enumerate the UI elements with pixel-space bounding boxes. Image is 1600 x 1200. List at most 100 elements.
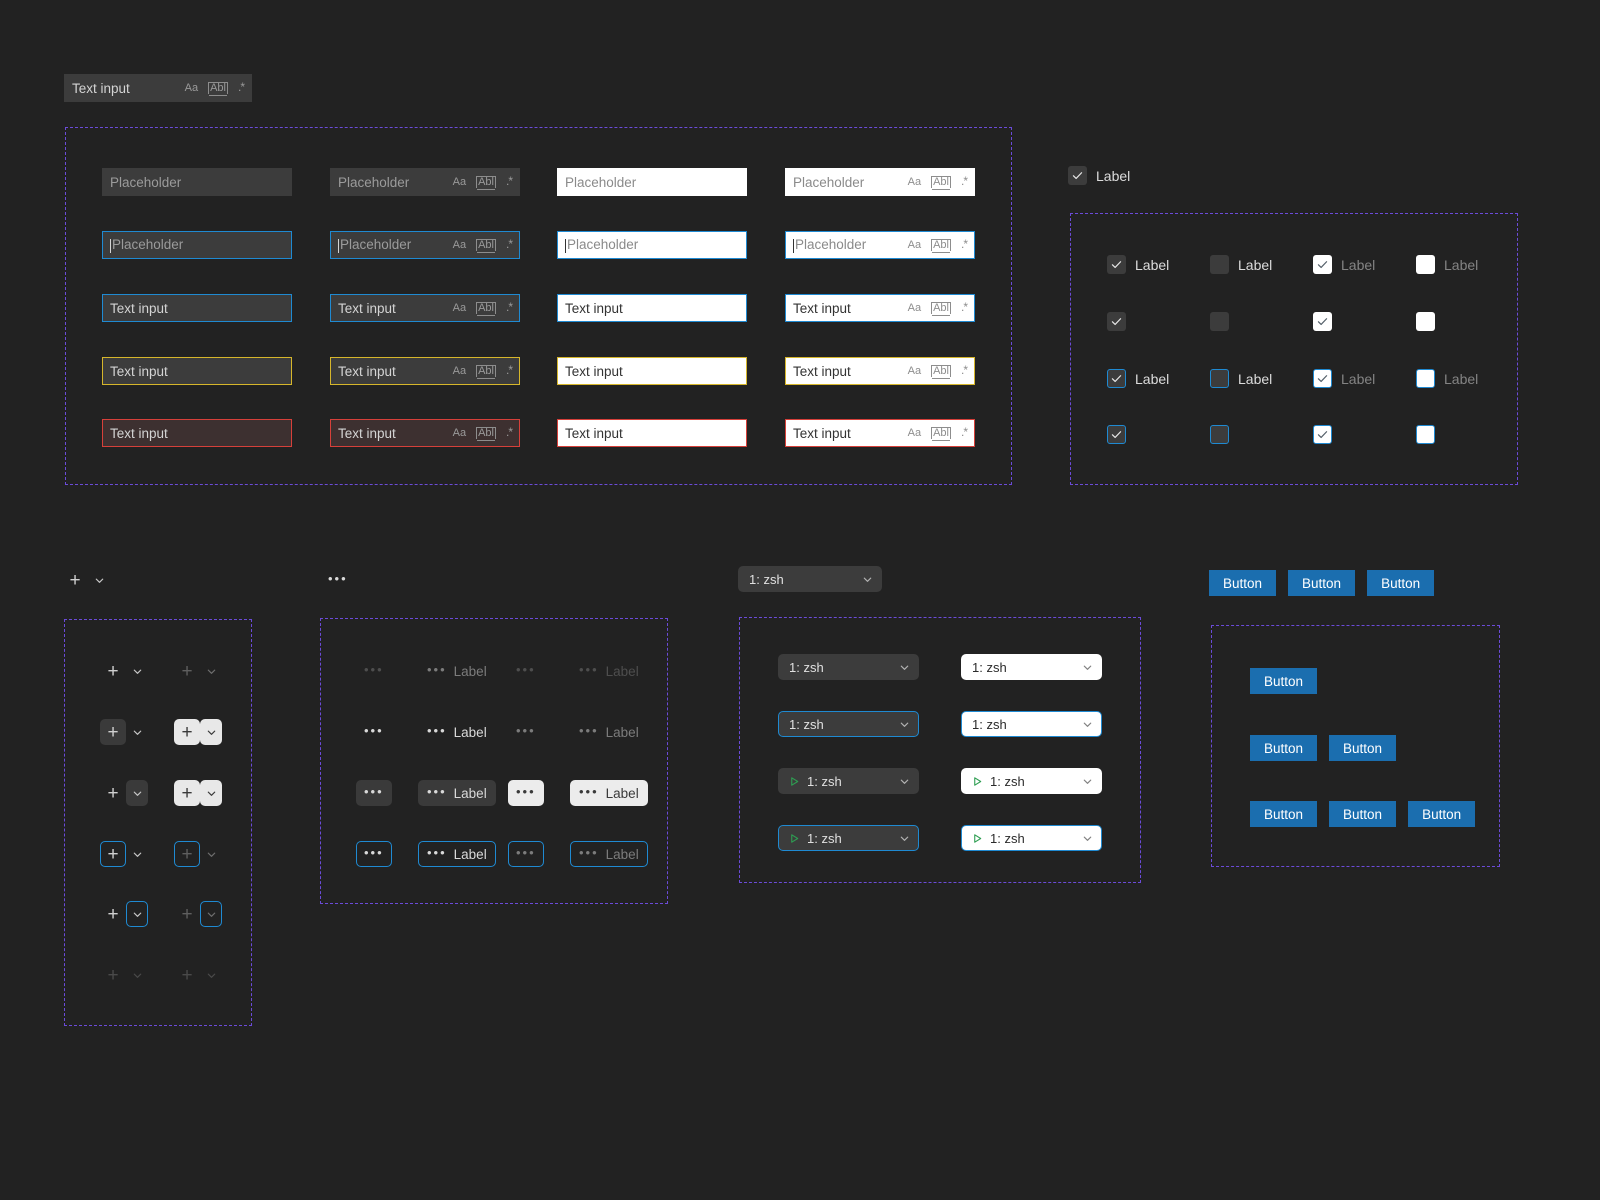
ellipsis-button-hover[interactable]: ••• — [508, 780, 544, 806]
ellipsis-button-hover[interactable]: •••Label — [570, 780, 648, 806]
regex-icon[interactable]: .* — [505, 174, 513, 188]
text-input[interactable]: Placeholder — [557, 231, 747, 259]
button[interactable]: Button — [1329, 735, 1397, 761]
checkbox-box[interactable] — [1313, 255, 1332, 274]
select-default[interactable]: 1: zsh — [778, 654, 919, 680]
regex-icon[interactable]: .* — [505, 300, 513, 314]
text-input[interactable]: Text input Aa Abl .* — [64, 74, 252, 102]
button[interactable]: Button — [1250, 801, 1318, 827]
whole-word-icon[interactable]: Abl — [931, 176, 951, 190]
plus-button[interactable]: + — [174, 962, 200, 988]
checkbox-box[interactable] — [1416, 312, 1435, 331]
button[interactable]: Button — [1408, 801, 1476, 827]
split-button-focus-chevron[interactable]: + — [174, 901, 222, 927]
chevron-button[interactable] — [200, 901, 222, 927]
regex-icon[interactable]: .* — [960, 237, 968, 251]
ellipsis-button-hover[interactable]: •••Label — [418, 780, 496, 806]
whole-word-icon[interactable]: Abl — [476, 427, 496, 441]
chevron-button[interactable] — [200, 658, 222, 684]
button[interactable]: Button — [1209, 570, 1277, 596]
chevron-button[interactable] — [200, 841, 222, 867]
whole-word-icon[interactable]: Abl — [476, 302, 496, 316]
split-button-hover-chevron[interactable]: + — [100, 780, 148, 806]
checkbox-row-with-label-focused[interactable]: Label — [1210, 369, 1272, 388]
chevron-button[interactable] — [88, 567, 110, 593]
select[interactable]: 1: zsh — [778, 711, 919, 737]
select[interactable]: 1: zsh — [961, 654, 1102, 680]
chevron-button[interactable] — [200, 780, 222, 806]
chevron-button[interactable] — [200, 719, 222, 745]
match-case-icon[interactable]: Aa — [907, 238, 922, 251]
regex-icon[interactable]: .* — [237, 80, 245, 94]
ellipsis-sample[interactable]: ••• — [320, 567, 356, 593]
plus-button[interactable]: + — [100, 901, 126, 927]
split-button-ghost[interactable]: + — [100, 658, 148, 684]
select-focused[interactable]: 1: zsh — [961, 711, 1102, 737]
split-button[interactable]: + — [62, 567, 110, 593]
button[interactable]: Button — [1288, 570, 1356, 596]
select-with-icon[interactable]: 1: zsh — [961, 768, 1102, 794]
whole-word-icon[interactable]: Abl — [931, 427, 951, 441]
select[interactable]: 1: zsh — [778, 654, 919, 680]
checkbox-row-no-label-focused[interactable] — [1210, 425, 1229, 444]
select-default[interactable]: 1: zsh — [961, 654, 1102, 680]
button[interactable]: Button — [1250, 735, 1318, 761]
text-input[interactable]: Placeholder — [557, 168, 747, 196]
regex-icon[interactable]: .* — [960, 363, 968, 377]
plus-button[interactable]: + — [174, 901, 200, 927]
select[interactable]: 1: zsh — [961, 711, 1102, 737]
checkbox-row-no-label-unfocused[interactable] — [1210, 312, 1229, 331]
plus-button[interactable]: + — [100, 841, 126, 867]
regex-icon[interactable]: .* — [960, 300, 968, 314]
checkbox-row-no-label-focused[interactable] — [1107, 425, 1126, 444]
checkbox-box[interactable] — [1107, 369, 1126, 388]
split-button-ghost[interactable]: + — [174, 658, 222, 684]
checkbox-row-with-label-focused[interactable]: Label — [1313, 369, 1375, 388]
text-input[interactable]: Placeholder — [102, 231, 292, 259]
ellipsis-button-focused[interactable]: •••Label — [418, 841, 496, 867]
checkbox-box[interactable] — [1416, 425, 1435, 444]
ellipsis-button-disabled[interactable]: •••Label — [570, 658, 648, 684]
checkbox-sample[interactable]: Label — [1068, 166, 1130, 185]
checkbox-box[interactable] — [1210, 425, 1229, 444]
select[interactable]: 1: zsh — [961, 768, 1102, 794]
checkbox-box[interactable] — [1210, 255, 1229, 274]
checkbox-box[interactable] — [1068, 166, 1087, 185]
match-case-icon[interactable]: Aa — [452, 426, 467, 439]
button[interactable]: Button — [1329, 801, 1397, 827]
select-with-icon-focus[interactable]: 1: zsh — [778, 825, 919, 851]
text-input-filled-dark-plain[interactable]: Text input — [102, 294, 292, 322]
whole-word-icon[interactable]: Abl — [476, 176, 496, 190]
ellipsis-button-focused[interactable]: •••Label — [570, 841, 648, 867]
button[interactable]: Button — [1250, 668, 1318, 694]
checkbox-row-with-label-unfocused[interactable]: Label — [1313, 255, 1375, 274]
checkbox-box[interactable] — [1210, 369, 1229, 388]
text-input-warning-dark-plain[interactable]: Text input — [102, 357, 292, 385]
regex-icon[interactable]: .* — [505, 425, 513, 439]
ellipsis-button-default[interactable]: ••• — [508, 719, 544, 745]
split-button-disabled[interactable]: + — [100, 962, 148, 988]
select[interactable]: 1: zsh — [778, 768, 919, 794]
match-case-icon[interactable]: Aa — [907, 301, 922, 314]
checkbox-row-with-label-focused[interactable]: Label — [1416, 369, 1478, 388]
plus-button[interactable]: + — [100, 962, 126, 988]
whole-word-icon[interactable]: Abl — [931, 365, 951, 379]
ellipsis-button-default[interactable]: ••• — [356, 719, 392, 745]
chevron-button[interactable] — [126, 780, 148, 806]
checkbox-box[interactable] — [1416, 255, 1435, 274]
ellipsis-button[interactable]: ••• — [320, 567, 356, 593]
regex-icon[interactable]: .* — [505, 363, 513, 377]
regex-icon[interactable]: .* — [960, 174, 968, 188]
plus-button[interactable]: + — [100, 719, 126, 745]
